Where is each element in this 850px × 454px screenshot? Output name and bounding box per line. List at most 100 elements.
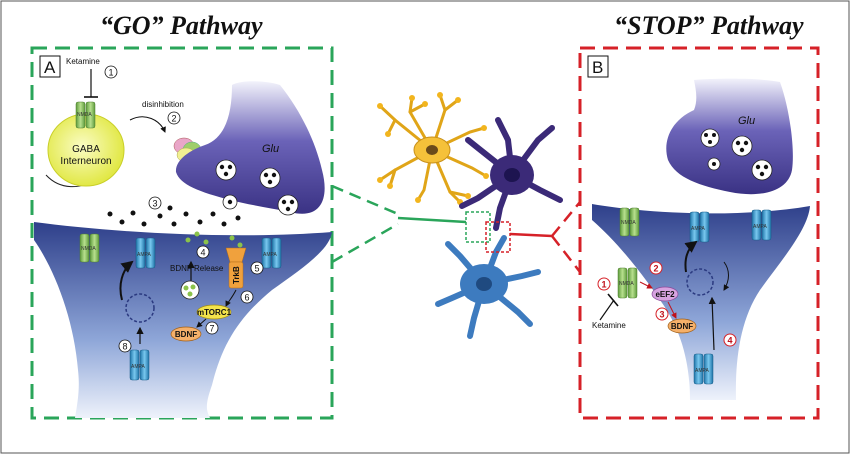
interneuron-nmda-label: NMDA — [77, 112, 92, 118]
trkb-receptor: TrkB — [225, 247, 247, 289]
go-receptor-cycle — [119, 260, 155, 344]
stop-nmda-receptor: NMDA — [619, 207, 640, 237]
go-internal-ampa-label: AMPA — [131, 364, 145, 370]
bdnf-release-label: BDNF Release — [170, 264, 224, 273]
go-ampa-label-2: AMPA — [263, 252, 277, 258]
stop-bdnf-label: BDNF — [671, 322, 693, 331]
stop-step-1-badge — [597, 277, 611, 291]
go-presynaptic-terminal: Glu — [175, 81, 325, 216]
stop-ampa-label-1: AMPA — [691, 226, 705, 232]
go-step-6-badge — [240, 290, 254, 304]
go-bdnf-label: BDNF — [175, 330, 197, 339]
go-step-3: 3 — [153, 199, 158, 209]
go-glutamate-dots — [107, 205, 241, 227]
stop-ampa-receptor-2: AMPA — [751, 209, 772, 241]
go-vesicles — [215, 159, 299, 216]
go-nmda-label: NMDA — [81, 246, 96, 252]
stop-ketamine-line — [599, 299, 615, 321]
go-step-5: 5 — [255, 264, 260, 274]
trkb-to-mtorc1-arrow — [225, 289, 237, 307]
purple-neuron-nucleus — [504, 168, 520, 182]
eef2-to-bdnf-arrow — [667, 301, 677, 319]
go-ampa-receptor-1: AMPA — [135, 237, 156, 269]
center-go-box — [465, 211, 491, 243]
go-step-2: 2 — [172, 114, 177, 124]
center-stop-link — [509, 232, 553, 238]
mtorc1-label: mTORC1 — [197, 308, 232, 317]
gaba-interneuron-line2: Interneuron — [60, 156, 111, 167]
go-nmda-receptor: NMDA — [79, 233, 100, 263]
astrocyte-endfeet — [377, 92, 489, 205]
go-step-1: 1 — [109, 68, 114, 78]
stop-step-2-badge — [649, 261, 663, 275]
center-stop-box — [485, 221, 511, 253]
bdnf-vesicle — [180, 280, 200, 300]
stop-step-1: 1 — [602, 280, 607, 290]
stop-blocked-nmda-label: NMDA — [619, 281, 634, 287]
mtorc1-to-bdnf-arrow — [196, 318, 207, 328]
go-pathway-title: “GO” Pathway — [100, 11, 263, 40]
gaba-interneuron-line1: GABA — [72, 144, 100, 155]
stop-panel-letter-box — [587, 55, 609, 78]
go-step-7-badge — [205, 321, 219, 335]
stop-postsynaptic-spine — [592, 204, 810, 400]
stop-step-3-badge — [655, 307, 669, 321]
interneuron-nmda-receptor: NMDA — [75, 101, 96, 129]
go-step-5-badge — [250, 261, 264, 275]
disinhibition-label: disinhibition — [142, 100, 184, 109]
go-step-8-badge — [118, 339, 132, 353]
stop-vesicles — [700, 128, 773, 181]
stop-pathway-title: “STOP” Pathway — [614, 11, 804, 40]
eef2-label: eEF2 — [655, 290, 675, 299]
stop-connector-upper — [551, 201, 581, 237]
stop-ketamine-bar — [607, 293, 619, 307]
go-connector-upper — [331, 184, 399, 216]
disinhibition-arrow — [129, 116, 166, 133]
go-step-8: 8 — [123, 342, 128, 352]
go-step-6: 6 — [245, 293, 250, 303]
go-internal-ampa: AMPA — [129, 349, 150, 381]
stop-nmda-label: NMDA — [621, 220, 636, 226]
go-ampa-receptor-2: AMPA — [261, 237, 282, 269]
trkb-label: TrkB — [232, 266, 241, 284]
gaba-interneuron: GABA Interneuron — [45, 113, 125, 188]
stop-ketamine-label: Ketamine — [592, 321, 626, 330]
go-bdnf-node — [170, 326, 202, 342]
nmda-to-eef2-arrow — [639, 281, 653, 289]
stop-internal-ampa: AMPA — [693, 353, 714, 385]
go-glu-label: Glu — [262, 143, 279, 155]
stop-blocked-nmda-receptor: NMDA — [617, 267, 638, 299]
go-panel-letter: A — [44, 58, 56, 77]
stop-glu-label: Glu — [738, 115, 755, 127]
stop-step-4-badge — [723, 333, 737, 347]
go-step-1-badge — [104, 65, 118, 79]
stop-ampa-receptor-1: AMPA — [689, 211, 710, 243]
mtorc1-node — [196, 304, 232, 320]
go-step-3-badge — [148, 196, 162, 210]
stop-receptor-cycle — [684, 240, 730, 351]
stop-panel-letter: B — [592, 58, 603, 77]
stop-ampa-label-2: AMPA — [753, 224, 767, 230]
stop-connector-lower — [551, 235, 581, 273]
go-step-2-badge — [167, 111, 181, 125]
stop-step-2: 2 — [654, 264, 659, 274]
go-panel-letter-box — [39, 55, 61, 78]
go-step-7: 7 — [210, 324, 215, 334]
center-go-link — [397, 216, 467, 224]
go-step-4: 4 — [201, 248, 206, 258]
eef2-node — [651, 286, 679, 302]
go-ampa-label-1: AMPA — [137, 252, 151, 258]
stop-presynaptic-terminal: Glu — [666, 78, 793, 195]
stop-panel-border — [578, 46, 820, 420]
stop-bdnf-node — [667, 318, 697, 334]
stop-step-3: 3 — [660, 310, 665, 320]
bdnf-green-dots — [185, 231, 243, 248]
stop-internal-ampa-label: AMPA — [695, 368, 709, 374]
go-connector-lower — [331, 222, 399, 264]
blue-neuron-nucleus — [476, 277, 492, 291]
go-step-4-badge — [196, 245, 210, 259]
astrocyte-nucleus — [426, 145, 438, 155]
stop-step-4: 4 — [728, 336, 733, 346]
